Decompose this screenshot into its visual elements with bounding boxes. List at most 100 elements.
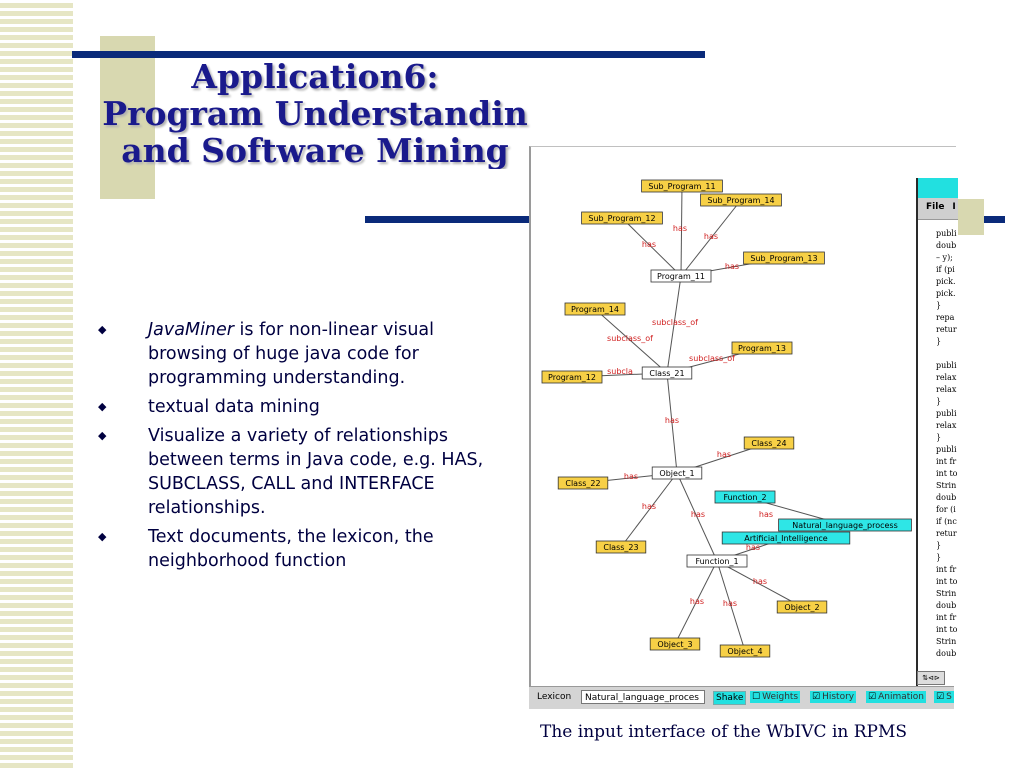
code-panel-menubar: File I [918,198,958,220]
node-box [581,211,663,225]
code-line: – y); [936,253,953,262]
graph-edge [676,472,718,562]
edge-label: subclass_of [607,334,653,343]
node-box [776,600,828,614]
graph-edge [674,560,718,645]
weights-checkbox[interactable]: ☐Weights [750,691,801,703]
checkbox-label: Weights [762,692,799,702]
graph-canvas[interactable]: has has has has subclass_of subclass_ofsubcla… [531,147,956,709]
graph-edge [716,560,746,652]
code-line: repa [936,313,955,322]
code-line: Strin [936,589,957,598]
lexicon-input[interactable]: Natural_language_proces [581,690,705,704]
graph-node-c23[interactable]: Class_23 [595,540,647,554]
bullet-text: Text documents, the lexicon, the neighbo… [148,527,434,571]
node-box [721,531,851,545]
node-box [714,490,776,504]
graph-node-c22[interactable]: Class_22 [557,476,609,490]
code-line: retur [936,529,957,538]
graph-node-f2[interactable]: Function_2 [714,490,776,504]
code-line: publi [936,229,957,238]
graph-node-ob4[interactable]: Object_4 [719,644,771,658]
graph-node-f1[interactable]: Function_1 [686,554,748,568]
node-label: Object_3 [657,640,692,649]
code-panel-nav-button[interactable]: ⇅⊲⊳ [917,671,945,685]
node-label: Natural_language_process [792,521,898,530]
title-line-2: Program Understandin [102,94,528,133]
node-box [743,436,795,450]
graph-node-sp13[interactable]: Sub_Program_13 [743,251,825,265]
graph-node-p14[interactable]: Program_14 [564,302,626,316]
s-checkbox[interactable]: ☑S [934,691,954,703]
edge-label: has [759,510,773,519]
node-box [557,476,609,490]
node-box [651,466,703,480]
node-label: Class_22 [565,479,600,488]
menu-item[interactable]: I [952,202,956,212]
code-line: int to [936,469,958,478]
graph-edge [666,275,682,374]
bullet-diamond-icon: ◆ [98,400,107,413]
decorative-rule-top [72,51,705,58]
graph-node-p12[interactable]: Program_12 [541,370,603,384]
lexicon-label: Lexicon [537,692,572,702]
edge-label: subcla [607,367,633,376]
title-line-3: and Software Mining [121,131,509,169]
graph-edge [621,217,682,277]
bullet-item: ◆ Visualize a variety of relationships b… [96,424,506,520]
graph-node-o1[interactable]: Object_1 [651,466,703,480]
node-label: Sub_Program_11 [648,182,715,191]
node-label: Program_11 [657,272,705,281]
node-box [743,251,825,265]
bullet-text: textual data mining [148,397,320,417]
node-label: Sub_Program_12 [588,214,655,223]
graph-node-sp11[interactable]: Sub_Program_11 [641,179,723,193]
node-label: Class_21 [649,369,684,378]
title-line-1: Application6: [191,58,439,96]
checkbox-label: S [946,692,952,702]
menu-file[interactable]: File [926,202,945,212]
graph-node-p13[interactable]: Program_13 [731,341,793,355]
code-line: } [936,337,942,346]
code-line: int fr [936,613,957,622]
graph-node-ob2[interactable]: Object_2 [776,600,828,614]
graph-edge [666,372,678,474]
graph-node-sp12[interactable]: Sub_Program_12 [581,211,663,225]
graph-node-p11[interactable]: Program_11 [650,269,712,283]
code-line: publi [936,361,957,370]
animation-checkbox[interactable]: ☑Animation [866,691,926,703]
graph-node-sp14[interactable]: Sub_Program_14 [700,193,782,207]
graph-node-c24[interactable]: Class_24 [743,436,795,450]
node-label: Program_14 [571,305,619,314]
edge-label: subclass_of [652,318,698,327]
edge-label: has [704,232,718,241]
node-box [700,193,782,207]
checkbox-icon: ☑ [812,692,821,702]
graph-node-ai[interactable]: Artificial_Intelligence [721,531,851,545]
node-label: Object_4 [727,647,762,656]
edge-label: has [746,543,760,552]
code-line: for (i [936,505,956,514]
graph-edge [620,472,678,548]
node-box [686,554,748,568]
decorative-block [100,36,155,199]
graph-node-ob3[interactable]: Object_3 [649,637,701,651]
code-line: doub [936,601,957,610]
code-line: Strin [936,481,957,490]
node-box [595,540,647,554]
code-line: if (nc [936,517,957,526]
checkbox-label: History [822,692,855,702]
edge-label: has [673,224,687,233]
history-checkbox[interactable]: ☑History [810,691,857,703]
code-line: int to [936,577,958,586]
node-box [719,644,771,658]
bullet-text: is for non-linear visual browsing of hug… [148,320,434,388]
shake-button[interactable]: Shake [713,691,747,705]
node-label: Program_12 [548,373,596,382]
checkbox-icon: ☑ [868,692,877,702]
graph-node-c21[interactable]: Class_21 [641,366,693,380]
graph-edge [594,308,668,374]
graph-node-nlp[interactable]: Natural_language_process [778,518,912,532]
edge-label: has [642,502,656,511]
